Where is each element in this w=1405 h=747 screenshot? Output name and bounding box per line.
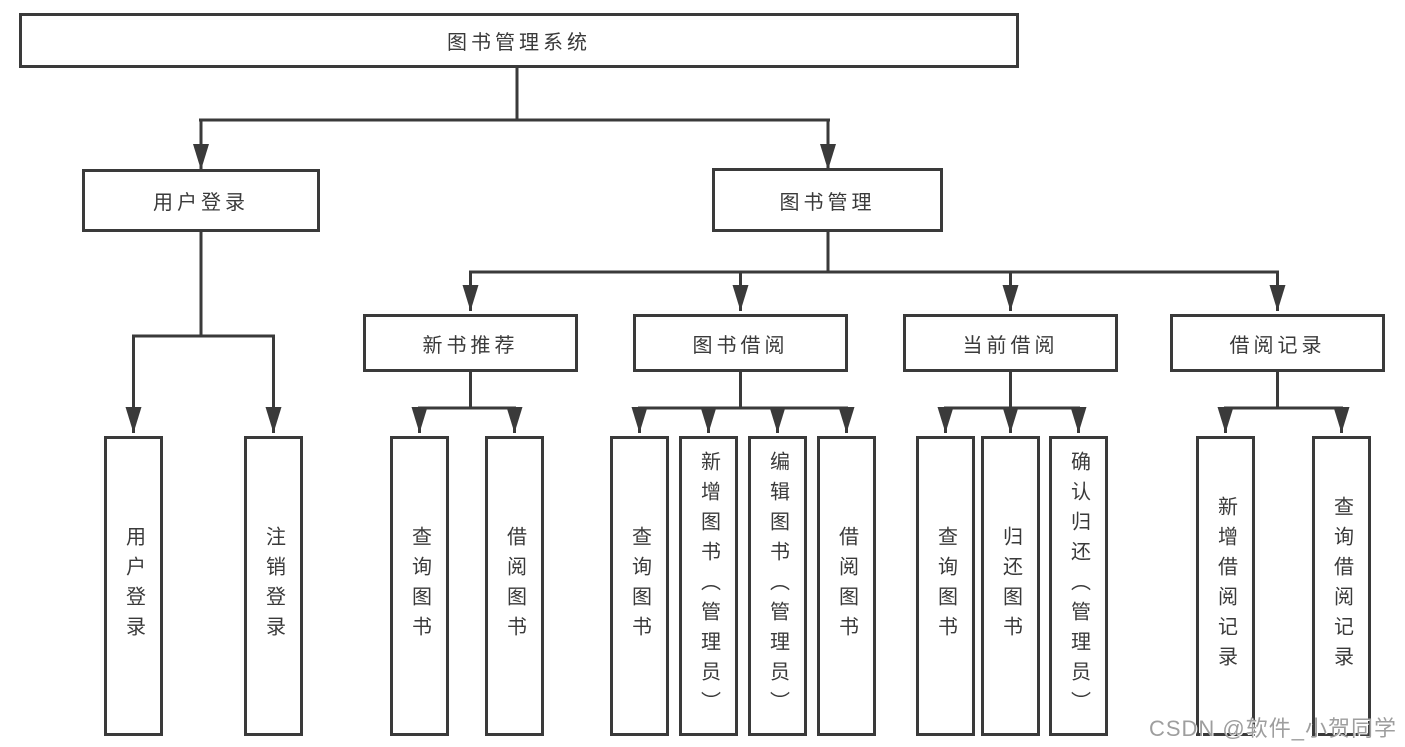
leaf-records-query-record: 查询借阅记录 [1312, 436, 1371, 736]
leaf-borrowing-query-books: 查询图书 [610, 436, 669, 736]
node-library-system-label: 图书管理系统 [447, 32, 591, 54]
node-library-system: 图书管理系统 [19, 13, 1019, 68]
node-book-management: 图书管理 [712, 168, 943, 232]
connector-bookborrow-to-leaves [631, 372, 855, 433]
leaf-newbook-query-books-label: 查询图书 [408, 526, 431, 646]
leaf-borrowing-borrow-books: 借阅图书 [817, 436, 876, 736]
leaf-logout-label: 注销登录 [262, 526, 285, 646]
leaf-current-query-books: 查询图书 [916, 436, 975, 736]
node-user-login-label: 用户登录 [153, 192, 249, 214]
leaf-borrowing-edit-book-admin-label: 编辑图书（管理员） [766, 451, 789, 721]
leaf-borrowing-edit-book-admin: 编辑图书（管理员） [748, 436, 807, 736]
leaf-current-return-books-label: 归还图书 [999, 526, 1022, 646]
node-current-borrowing: 当前借阅 [903, 314, 1118, 372]
leaf-current-confirm-return-admin: 确认归还（管理员） [1049, 436, 1108, 736]
leaf-current-query-books-label: 查询图书 [934, 526, 957, 646]
watermark: CSDN @软件_小贺同学 [1148, 716, 1397, 741]
leaf-newbook-borrow-books-label: 借阅图书 [503, 526, 526, 646]
connector-root-to-level2 [193, 68, 836, 170]
node-borrowing-records: 借阅记录 [1170, 314, 1385, 372]
node-borrowing-records-label: 借阅记录 [1229, 334, 1326, 357]
leaf-current-confirm-return-admin-label: 确认归还（管理员） [1067, 451, 1090, 721]
leaf-borrowing-add-book-admin-label: 新增图书（管理员） [697, 451, 720, 721]
connector-newbook-to-leaves [411, 372, 523, 433]
connector-login-to-leaves [125, 232, 282, 433]
leaf-records-query-record-label: 查询借阅记录 [1330, 496, 1353, 676]
leaf-user-login-label: 用户登录 [122, 526, 145, 646]
leaf-borrowing-query-books-label: 查询图书 [628, 526, 651, 646]
connector-current-to-leaves [937, 372, 1087, 433]
leaf-user-login: 用户登录 [104, 436, 163, 736]
leaf-records-add-record-label: 新增借阅记录 [1214, 496, 1237, 676]
leaf-borrowing-add-book-admin: 新增图书（管理员） [679, 436, 738, 736]
node-book-management-label: 图书管理 [779, 191, 876, 214]
node-current-borrowing-label: 当前借阅 [962, 334, 1059, 357]
node-new-book-recommendation: 新书推荐 [363, 314, 578, 372]
leaf-borrowing-borrow-books-label: 借阅图书 [835, 526, 858, 646]
node-new-book-recommendation-label: 新书推荐 [422, 334, 519, 357]
node-user-login: 用户登录 [82, 169, 320, 232]
leaf-newbook-query-books: 查询图书 [390, 436, 449, 736]
connector-records-to-leaves [1217, 372, 1350, 433]
node-book-borrowing: 图书借阅 [633, 314, 848, 372]
node-book-borrowing-label: 图书借阅 [692, 334, 789, 357]
connector-mgmt-to-level3 [462, 232, 1286, 311]
leaf-records-add-record: 新增借阅记录 [1196, 436, 1255, 736]
leaf-newbook-borrow-books: 借阅图书 [485, 436, 544, 736]
leaf-logout: 注销登录 [244, 436, 303, 736]
leaf-current-return-books: 归还图书 [981, 436, 1040, 736]
